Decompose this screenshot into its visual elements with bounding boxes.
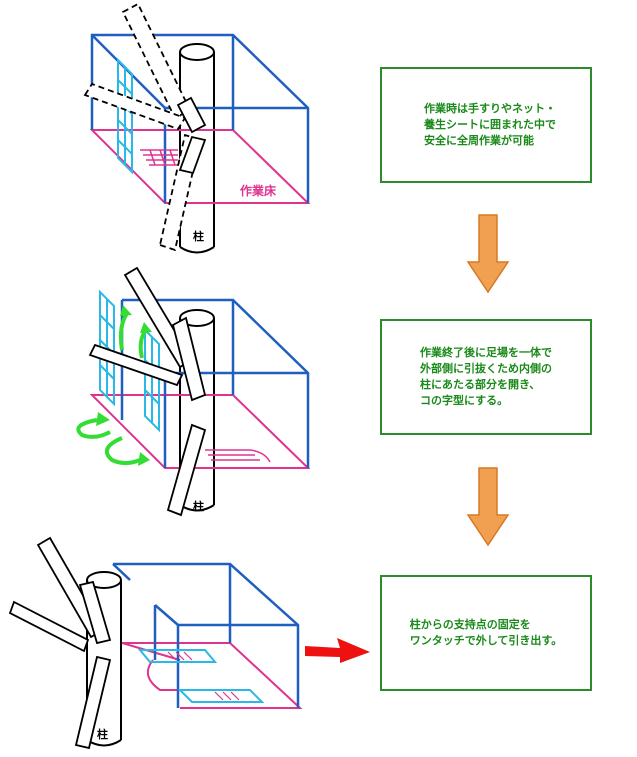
red-right-arrow [305, 638, 370, 663]
stage3-nets [137, 649, 265, 703]
stage3-frame [112, 562, 300, 708]
stage1-floor-hatch [140, 149, 178, 166]
down-arrow-2 [466, 467, 510, 547]
stage1-net [117, 57, 133, 175]
step-box-1: 作業時は手すりやネット・ 養生シートに囲まれた中で 安全に全周作業が可能 [380, 67, 592, 183]
stage1-scaffold: 作業床 柱 [83, 2, 311, 254]
stage2-pillar [179, 309, 215, 512]
step-text-2: 作業終了後に足場を一体で 外部側に引抜くため内側の 柱にあたる部分を開き、 コの… [420, 346, 552, 407]
pillar-label-3: 柱 [97, 727, 108, 741]
step-box-2: 作業終了後に足場を一体で 外部側に引抜くため内側の 柱にあたる部分を開き、 コの… [380, 319, 592, 435]
stage2-arrowheads [96, 305, 152, 466]
stage1-dashed-rods [83, 2, 202, 252]
stage3-rods [8, 536, 112, 750]
stage2-rods [88, 266, 207, 517]
down-arrow-1 [466, 214, 510, 294]
step-text-3: 柱からの支持点の固定を ワンタッチで外して引き出す。 [409, 618, 563, 647]
stage2-floor-hatch [205, 449, 271, 463]
pillar-label-1: 柱 [193, 229, 204, 243]
stage2-rotate-arrows [76, 310, 148, 465]
step-text-1: 作業時は手すりやネット・ 養生シートに囲まれた中で 安全に全周作業が可能 [424, 102, 556, 147]
stage3-hatch [167, 651, 240, 701]
pillar-label-2: 柱 [193, 499, 204, 513]
stage1-frame [90, 33, 310, 203]
step-box-3: 柱からの支持点の固定を ワンタッチで外して引き出す。 [380, 575, 592, 691]
stage1-rods [176, 96, 207, 175]
stage3-scaffold: 柱 [8, 536, 303, 750]
stage2-scaffold: 柱 [76, 266, 311, 517]
work-floor-label: 作業床 [240, 183, 277, 198]
stage3-work-floor [121, 642, 303, 709]
